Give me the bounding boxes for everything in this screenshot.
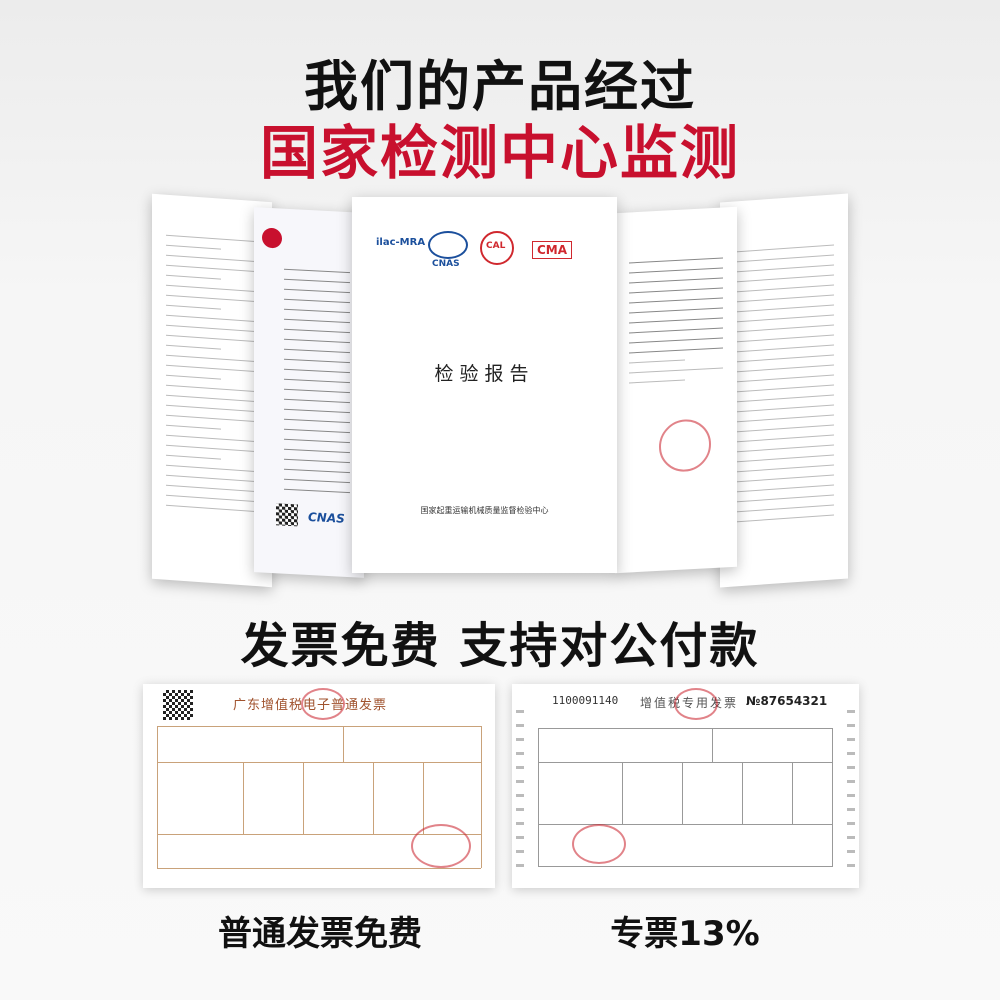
special-invoice-code: 1100091140 — [552, 694, 619, 707]
cnas-badge: CNAS — [308, 509, 345, 526]
qr-code-icon — [276, 503, 298, 527]
special-invoice-stamp-bottom — [572, 824, 626, 864]
report-title: 检验报告 — [434, 363, 535, 385]
cal-logo-icon — [480, 231, 514, 265]
inspection-stamp — [659, 418, 711, 473]
invoice-stamp-bottom — [411, 824, 471, 868]
headline-line-2: 国家检测中心监测 — [259, 119, 740, 187]
ordinary-invoice: 广东增值税电子普通发票 — [143, 684, 495, 888]
cnas-logo-icon — [428, 231, 468, 259]
certificate-sheet-left: CNAS — [254, 207, 364, 578]
ilac-mra-logo: ilac-MRA — [376, 237, 426, 248]
special-invoice-stamp-top — [674, 688, 718, 720]
special-invoice: 1100091140 增值税专用发票 №87654321 — [512, 684, 859, 888]
invoice-qr-icon — [163, 690, 193, 720]
report-issuer: 国家起重运输机械质量监督检验中心 — [420, 506, 549, 515]
special-invoice-number: №87654321 — [746, 694, 828, 708]
headline-line-3: 发票免费 支持对公付款 — [240, 618, 760, 674]
headline-line-1: 我们的产品经过 — [304, 55, 696, 118]
caption-ordinary-invoice: 普通发票免费 — [218, 914, 422, 954]
cal-logo: CAL — [486, 241, 506, 251]
report-sheet-far-right — [720, 193, 848, 588]
report-sheet-right — [615, 206, 737, 574]
invoice-stamp-top — [301, 688, 345, 720]
cma-logo: CMA — [532, 241, 573, 259]
inspection-report-cover: ilac-MRA CNAS CAL CMA 检验报告 国家起重运输机械质量监督检… — [352, 197, 617, 573]
cnas-logo: CNAS — [432, 259, 460, 269]
caption-special-invoice: 专票13% — [610, 914, 760, 954]
certificate-emblem-icon — [262, 227, 282, 249]
